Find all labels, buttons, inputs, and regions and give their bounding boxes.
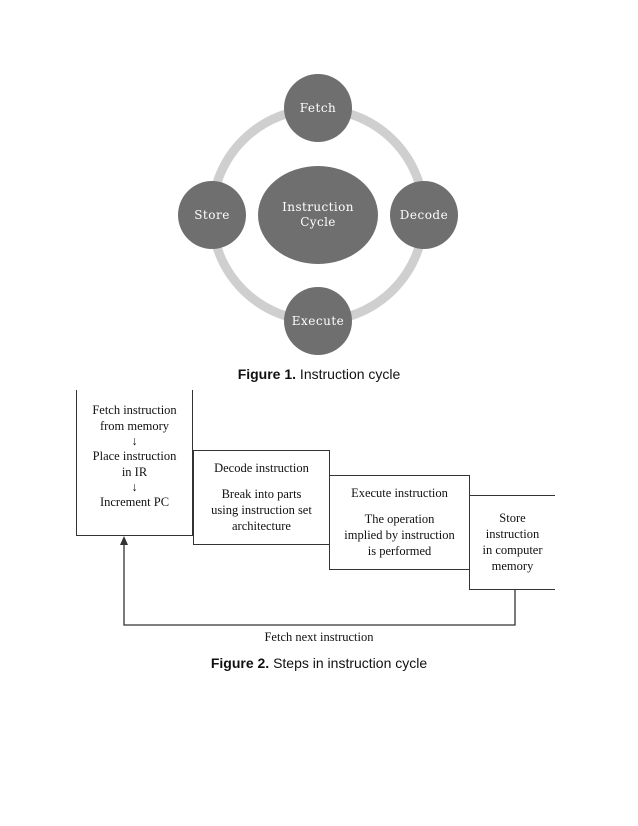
store-label: Store xyxy=(194,208,230,222)
fetch-step-line2: from memory xyxy=(99,419,170,433)
store-step-box: Store instruction in computer memory xyxy=(469,495,555,590)
figure2-caption-number: Figure 2. xyxy=(210,655,270,671)
down-arrow-icon: ↓ xyxy=(131,480,138,494)
execute-step-line1: The operation xyxy=(364,512,435,526)
store-step-line3: in computer xyxy=(482,543,543,557)
fetch-step-line1: Fetch instruction xyxy=(92,403,177,417)
execute-node xyxy=(284,287,352,355)
fetch-label: Fetch xyxy=(300,101,337,115)
figure1-caption-number: Figure 1. xyxy=(237,366,297,382)
return-arrow-head xyxy=(120,536,128,545)
instruction-steps-diagram: Fetch instruction from memory ↓ Place in… xyxy=(0,390,638,650)
fetch-step-line3: Place instruction xyxy=(92,449,177,463)
center-label-line2: Cycle xyxy=(300,215,336,229)
decode-step-line3: architecture xyxy=(232,519,291,533)
center-label-line1: Instruction xyxy=(282,200,354,214)
figure2-caption-text: Steps in instruction cycle xyxy=(269,655,428,671)
figure2-caption: Figure 2. Steps in instruction cycle xyxy=(0,655,638,671)
execute-step-line2: implied by instruction xyxy=(344,528,455,542)
down-arrow-icon: ↓ xyxy=(131,434,138,448)
decode-step-box: Decode instruction Break into parts usin… xyxy=(193,450,330,545)
store-node xyxy=(178,181,246,249)
center-node xyxy=(258,166,378,264)
decode-label: Decode xyxy=(400,208,448,222)
return-arrow-line xyxy=(123,540,516,626)
execute-step-box: Execute instruction The operation implie… xyxy=(329,475,470,570)
decode-step-line2: using instruction set xyxy=(211,503,312,517)
execute-step-title: Execute instruction xyxy=(351,486,448,500)
store-step-line2: instruction xyxy=(485,527,540,541)
figure1-caption-text: Instruction cycle xyxy=(296,366,401,382)
fetch-step-line4: in IR xyxy=(121,465,148,479)
decode-step-line1: Break into parts xyxy=(221,487,302,501)
store-step-line4: memory xyxy=(491,559,534,573)
fetch-node xyxy=(284,74,352,142)
store-step-line1: Store xyxy=(499,511,526,525)
figure1-caption: Figure 1. Instruction cycle xyxy=(0,366,638,382)
fetch-next-label: Fetch next instruction xyxy=(264,630,374,644)
fetch-step-box: Fetch instruction from memory ↓ Place in… xyxy=(76,390,193,536)
execute-label: Execute xyxy=(292,314,345,328)
execute-step-line3: is performed xyxy=(367,544,432,558)
steps-connectors xyxy=(120,536,516,626)
instruction-cycle-diagram: Instruction Cycle Fetch Decode Execute S… xyxy=(178,74,458,355)
decode-step-title: Decode instruction xyxy=(214,461,309,475)
fetch-step-line5: Increment PC xyxy=(99,495,170,509)
decode-node xyxy=(390,181,458,249)
